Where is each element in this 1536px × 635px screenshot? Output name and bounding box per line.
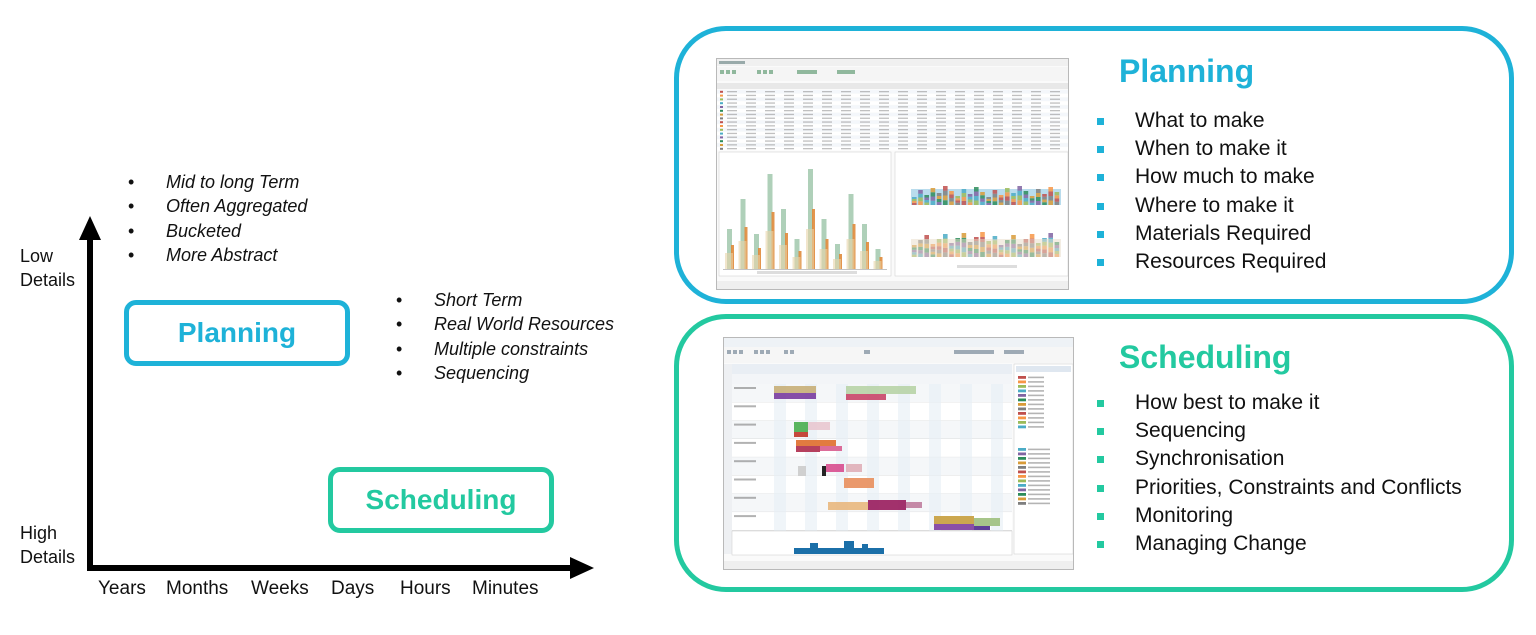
- scheduling-panel: Scheduling How best to make it Sequencin…: [674, 314, 1514, 592]
- list-item: When to make it: [1097, 135, 1326, 163]
- list-item: Resources Required: [1097, 248, 1326, 276]
- y-low-line2: Details: [20, 270, 76, 290]
- list-item: How best to make it: [1097, 389, 1462, 417]
- detail-time-axes: [79, 216, 594, 579]
- list-item: Short Term: [396, 288, 614, 313]
- scheduling-screenshot-image: [724, 338, 1073, 569]
- list-item: Sequencing: [1097, 417, 1462, 445]
- list-item: Multiple constraints: [396, 337, 614, 362]
- y-axis-arrow-icon: [79, 216, 101, 240]
- scheduling-panel-title: Scheduling: [1119, 339, 1292, 375]
- planning-questions-list: What to make When to make it How much to…: [1097, 107, 1326, 276]
- y-axis-high-label: High Details: [20, 521, 75, 569]
- list-item: How much to make: [1097, 163, 1326, 191]
- planning-panel: Planning What to make When to make it Ho…: [674, 26, 1514, 304]
- y-high-line1: High: [20, 523, 58, 543]
- list-item: Synchronisation: [1097, 445, 1462, 473]
- list-item: Mid to long Term: [128, 170, 307, 195]
- planning-characteristics-list: Mid to long Term Often Aggregated Bucket…: [128, 170, 307, 268]
- y-low-line1: Low: [20, 246, 54, 266]
- scheduling-questions-list: How best to make it Sequencing Synchroni…: [1097, 389, 1462, 558]
- list-item: Priorities, Constraints and Conflicts: [1097, 474, 1462, 502]
- y-axis-low-label: Low Details: [20, 244, 75, 292]
- scheduling-box: Scheduling: [328, 467, 554, 533]
- list-item: Where to make it: [1097, 192, 1326, 220]
- list-item: Bucketed: [128, 219, 307, 244]
- planning-box: Planning: [124, 300, 350, 366]
- list-item: What to make: [1097, 107, 1326, 135]
- x-axis-arrow-icon: [570, 557, 594, 579]
- x-tick: Hours: [400, 578, 451, 599]
- x-tick: Years: [98, 578, 146, 599]
- list-item: Managing Change: [1097, 530, 1462, 558]
- planning-panel-title: Planning: [1119, 53, 1255, 89]
- scheduling-characteristics-list: Short Term Real World Resources Multiple…: [396, 288, 614, 386]
- y-high-line2: Details: [20, 547, 76, 567]
- x-tick: Weeks: [251, 578, 309, 599]
- list-item: Materials Required: [1097, 220, 1326, 248]
- planning-screenshot-image: [717, 59, 1068, 289]
- list-item: Sequencing: [396, 361, 614, 386]
- x-tick: Days: [331, 578, 375, 599]
- planning-app-screenshot: [716, 58, 1069, 290]
- list-item: Monitoring: [1097, 502, 1462, 530]
- list-item: More Abstract: [128, 243, 307, 268]
- list-item: Often Aggregated: [128, 194, 307, 219]
- scheduling-app-screenshot: [723, 337, 1074, 570]
- x-tick: Months: [166, 578, 229, 599]
- x-tick: Minutes: [472, 578, 539, 599]
- list-item: Real World Resources: [396, 312, 614, 337]
